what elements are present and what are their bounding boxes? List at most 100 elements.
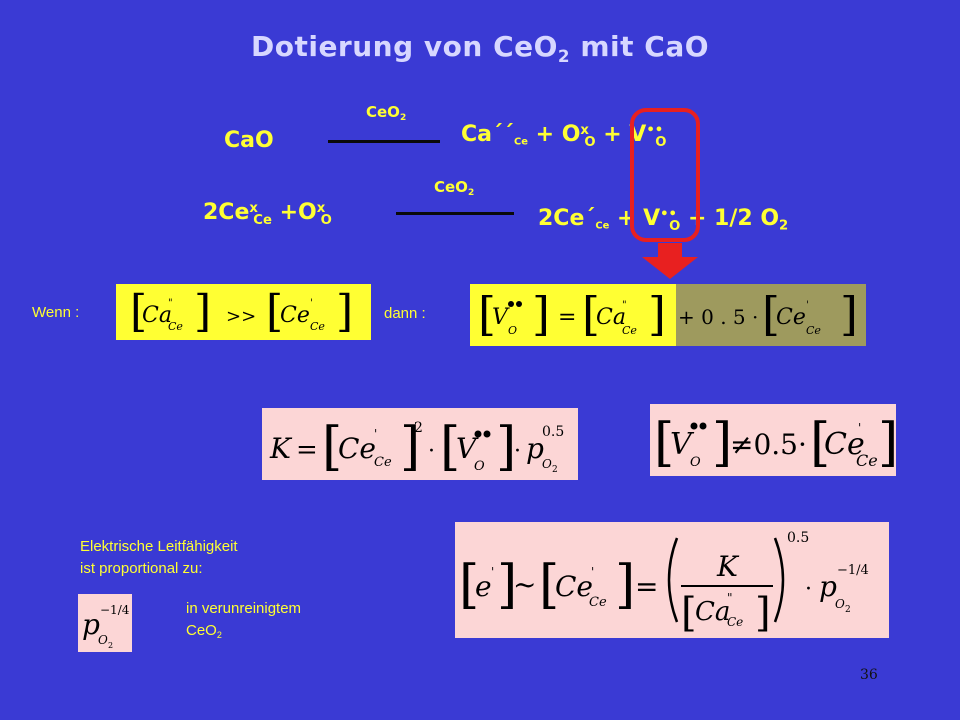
- dann-formula: [ V O ] = [ Ca " Ce ] + 0 . 5 · [ Ce ' C…: [470, 284, 866, 346]
- svg-text:V: V: [456, 432, 479, 465]
- svg-text:O: O: [835, 597, 845, 611]
- svg-text:": ": [622, 300, 627, 311]
- svg-text:]: ]: [532, 287, 550, 341]
- svg-text:Ca: Ca: [596, 305, 626, 330]
- svg-text:O: O: [98, 633, 108, 647]
- svg-text:[: [: [539, 555, 559, 615]
- reaction1-products: Ca´´Ce + OxO + V••O: [461, 122, 667, 150]
- svg-text:[: [: [322, 417, 342, 477]
- inequality-svg: [ V O ] ≠0.5· [ Ce ' Ce ]: [654, 413, 896, 473]
- svg-text:V: V: [492, 305, 510, 330]
- svg-text:[: [: [440, 417, 460, 477]
- conductivity-line2: ist proportional zu:: [80, 560, 203, 577]
- slide-title: Dotierung von CeO2 mit CaO: [250, 30, 710, 66]
- svg-text:O: O: [508, 324, 517, 337]
- svg-text:·: ·: [514, 439, 521, 464]
- dann-formula-svg: [ V O ] = [ Ca " Ce ] + 0 . 5 · [ Ce ' C…: [478, 287, 858, 341]
- conductivity-line1: Elektrische Leitfähigkeit: [80, 538, 238, 555]
- svg-text:]: ]: [497, 555, 517, 615]
- svg-text:': ': [591, 565, 594, 579]
- svg-text:]: ]: [496, 417, 516, 477]
- svg-text:p: p: [819, 570, 837, 603]
- svg-text:>>: >>: [226, 306, 256, 327]
- svg-text:O: O: [542, 457, 552, 471]
- doped-label-line1: in verunreinigtem: [186, 600, 302, 617]
- svg-text:": ": [727, 591, 733, 605]
- svg-text:·: ·: [805, 577, 812, 602]
- svg-text:O: O: [690, 455, 701, 470]
- svg-text:Ce: Ce: [856, 451, 878, 470]
- svg-text:[: [: [478, 287, 496, 341]
- dann-label: dann :: [384, 305, 426, 322]
- svg-text:0.5: 0.5: [787, 530, 809, 546]
- down-arrow-icon: [642, 243, 698, 279]
- proportionality-svg: [ e ' ] ~ [ Ce ' Ce ] = K [ Ca " Ce ] 0.…: [459, 530, 869, 636]
- svg-text:V: V: [670, 427, 695, 462]
- svg-text:Ca: Ca: [142, 303, 172, 328]
- svg-text:2: 2: [108, 641, 113, 650]
- svg-text:Ce: Ce: [338, 432, 376, 465]
- svg-text:[: [: [266, 286, 283, 337]
- svg-text:": ": [168, 298, 173, 309]
- wenn-formula-svg: [ Ca " Ce ] >> [ Ce ' Ce ]: [130, 286, 353, 337]
- svg-text:[: [: [459, 555, 479, 615]
- svg-text:[: [: [130, 286, 147, 337]
- reaction2-arrow: [396, 212, 514, 215]
- svg-text:': ': [310, 298, 313, 309]
- svg-text:Ca: Ca: [695, 597, 730, 627]
- svg-text:2: 2: [414, 420, 423, 436]
- reaction1-reactant: CaO: [224, 128, 274, 153]
- svg-text:[: [: [681, 590, 697, 636]
- reaction2-arrow-label: CeO2: [434, 178, 475, 199]
- svg-text:]: ]: [615, 555, 635, 615]
- svg-text:~: ~: [513, 568, 536, 601]
- svg-text:Ce: Ce: [280, 303, 310, 328]
- proportionality-formula: [ e ' ] ~ [ Ce ' Ce ] = K [ Ca " Ce ] 0.…: [455, 522, 889, 638]
- svg-text:]: ]: [648, 287, 666, 341]
- svg-text:Ce: Ce: [310, 320, 325, 333]
- svg-text:Ce: Ce: [622, 324, 637, 337]
- svg-text:O: O: [474, 459, 485, 474]
- svg-text:Ce: Ce: [806, 324, 821, 337]
- oxygen-vacancy-highlight: [630, 108, 700, 242]
- svg-text:]: ]: [336, 286, 353, 337]
- svg-text:[: [: [654, 413, 674, 473]
- svg-text:p: p: [526, 432, 544, 465]
- svg-text:=: =: [558, 305, 576, 330]
- doped-label-line2: CeO2: [186, 622, 222, 641]
- svg-text:−1/4: −1/4: [837, 563, 869, 578]
- svg-text:': ': [858, 421, 861, 435]
- svg-text:≠0.5·: ≠0.5·: [730, 428, 807, 461]
- svg-text:[: [: [810, 413, 830, 473]
- dann-formula-yellow-part: [470, 284, 676, 346]
- svg-text:': ': [806, 300, 809, 311]
- svg-text:+ 0 . 5 ·: + 0 . 5 ·: [678, 305, 758, 329]
- pressure-dependence-svg: p O 2 −1/4: [82, 603, 130, 650]
- svg-text:]: ]: [194, 286, 211, 337]
- svg-text:p: p: [82, 608, 100, 641]
- page-number: 36: [860, 667, 878, 683]
- svg-text:]: ]: [755, 590, 771, 636]
- svg-text:[: [: [762, 287, 780, 341]
- svg-text:0.5: 0.5: [542, 424, 564, 440]
- inequality-formula: [ V O ] ≠0.5· [ Ce ' Ce ]: [650, 404, 896, 476]
- svg-text:': ': [491, 565, 494, 579]
- svg-text:=: =: [296, 435, 318, 465]
- svg-text:]: ]: [712, 413, 732, 473]
- reaction2-products: 2Ce´Ce + V••O + 1/2 O2: [538, 206, 789, 234]
- svg-text:−1/4: −1/4: [100, 603, 130, 617]
- svg-text:2: 2: [845, 605, 851, 615]
- svg-text:e: e: [475, 570, 492, 603]
- svg-text:]: ]: [878, 413, 896, 473]
- svg-text:K: K: [269, 432, 293, 465]
- svg-text:]: ]: [400, 417, 420, 477]
- svg-text:Ce: Ce: [776, 305, 806, 330]
- reaction1-arrow-label: CeO2: [366, 103, 407, 124]
- svg-text:Ce: Ce: [589, 595, 607, 610]
- svg-text:Ce: Ce: [824, 427, 865, 462]
- wenn-formula: [ Ca " Ce ] >> [ Ce ' Ce ]: [116, 284, 371, 340]
- svg-text:Ce: Ce: [555, 570, 593, 603]
- pressure-dependence-formula: p O 2 −1/4: [78, 594, 132, 652]
- svg-text:Ce: Ce: [168, 320, 183, 333]
- mass-action-svg: K = [ Ce ' Ce ] 2 · [ V O ] · p O 2 0.5: [269, 417, 564, 477]
